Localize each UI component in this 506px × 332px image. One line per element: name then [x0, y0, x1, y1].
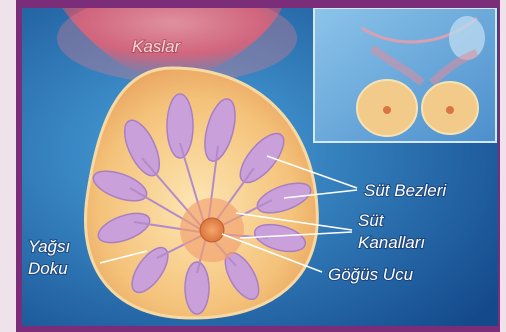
label-milk-ducts-line2: Kanalları: [358, 233, 425, 252]
label-muscles: Kaslar: [132, 37, 182, 56]
label-fat-tissue-line1: Yağsı: [28, 237, 70, 256]
nipple: [200, 218, 224, 242]
anatomy-illustration: Kaslar Süt Bezleri Süt Kanalları Yağsı D…: [22, 8, 498, 326]
label-milk-ducts-line1: Süt: [358, 211, 385, 230]
breast-anatomy-diagram: Kaslar Süt Bezleri Süt Kanalları Yağsı D…: [22, 8, 498, 326]
inset-nipple-right: [446, 106, 454, 114]
label-fat-tissue-line2: Doku: [28, 259, 68, 278]
label-nipple: Göğüs Ucu: [328, 265, 414, 284]
label-milk-glands: Süt Bezleri: [364, 181, 447, 200]
inset-torso-view: [314, 8, 496, 142]
gland-lobe: [167, 94, 193, 158]
inset-nipple-left: [383, 106, 391, 114]
